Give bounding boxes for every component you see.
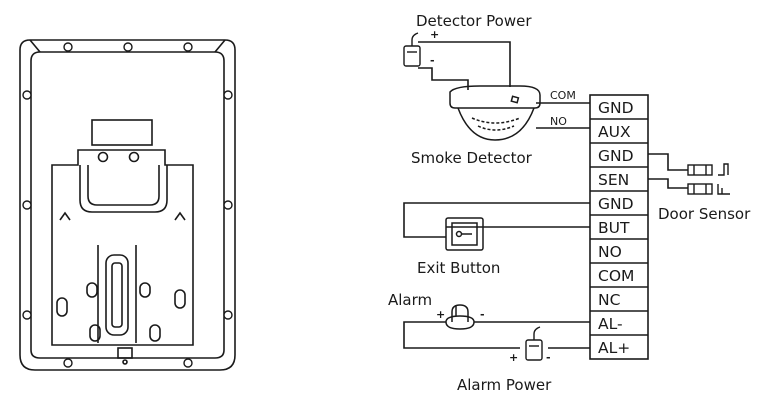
alarm-plus: + <box>436 308 445 321</box>
exit-button-label: Exit Button <box>417 259 500 277</box>
terminal-nc: NC <box>598 291 620 309</box>
door-sensor-label: Door Sensor <box>658 205 751 223</box>
detector-power-label: Detector Power <box>416 12 532 30</box>
alarm-power-label: Alarm Power <box>457 376 552 394</box>
alarm-power-minus: - <box>546 351 551 364</box>
terminal-block: GND AUX GND SEN GND BUT NO COM NC AL- AL… <box>589 94 649 360</box>
device-back-panel <box>19 39 236 371</box>
wires <box>403 41 688 349</box>
terminal-no: NO <box>598 243 622 261</box>
terminal-gnd-2: GND <box>598 147 634 165</box>
detector-power-supply <box>403 32 421 67</box>
terminal-al-plus: AL+ <box>598 339 630 357</box>
alarm-power-supply <box>525 326 543 361</box>
alarm-label: Alarm <box>388 291 432 309</box>
detector-power-minus: - <box>430 54 435 67</box>
terminal-com: COM <box>598 267 634 285</box>
alarm-device <box>445 304 475 330</box>
terminal-gnd-1: GND <box>598 99 634 117</box>
smoke-detector-no-label: NO <box>550 115 567 128</box>
detector-power-plus: + <box>430 28 439 41</box>
terminal-but: BUT <box>598 219 630 237</box>
alarm-power-plus: + <box>509 351 518 364</box>
smoke-detector-com-label: COM <box>550 89 576 102</box>
screws <box>22 42 233 368</box>
smoke-detector-label: Smoke Detector <box>411 149 533 167</box>
alarm-minus: - <box>480 308 485 321</box>
terminal-sen: SEN <box>598 171 629 189</box>
exit-button <box>445 217 484 251</box>
door-sensor <box>687 163 730 195</box>
smoke-detector <box>449 85 541 141</box>
terminal-aux: AUX <box>598 123 631 141</box>
terminal-gnd-3: GND <box>598 195 634 213</box>
terminal-al-minus: AL- <box>598 315 623 333</box>
